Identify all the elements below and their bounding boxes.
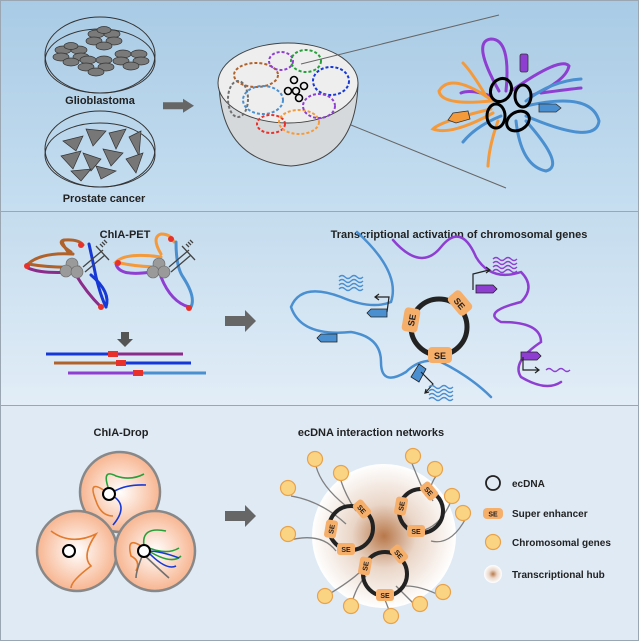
transcriptional-hub-icon: [484, 565, 502, 583]
label-glioblastoma: Glioblastoma: [65, 95, 136, 107]
label-prostate-cancer: Prostate cancer: [63, 193, 146, 205]
zoom-line-bottom: [350, 124, 507, 189]
se-label: SE: [422, 486, 434, 498]
gene-markers: [447, 53, 562, 124]
chia-pet-complex-2: [113, 232, 194, 309]
arrow-down-icon: [117, 332, 133, 347]
panel2-graphic: ChIA-PET Transcriptional activation of c…: [24, 229, 588, 402]
antibody-icon: [82, 239, 196, 273]
se-label: SE: [341, 547, 351, 554]
title-chia-pet: ChIA-PET: [100, 229, 151, 241]
super-enhancers: SE SE SE: [401, 290, 473, 363]
gem-droplets: [35, 450, 197, 593]
legend-label-super-enhancer: Super enhancer: [512, 509, 588, 520]
protein-complex-icon: [59, 257, 171, 279]
super-enhancer-icon: [483, 508, 503, 519]
paired-end-tags: [46, 351, 206, 376]
legend-se-badge: SE: [488, 512, 498, 519]
petri-dish-prostate: [44, 110, 156, 188]
panel-chia-drop: ChIA-Drop ecDNA interaction networks: [0, 405, 639, 641]
chromosomal-gene-icon: [484, 533, 502, 551]
title-chia-drop: ChIA-Drop: [94, 427, 149, 439]
ecdna-hub-zoom: [430, 37, 601, 173]
panel3-graphic: ChIA-Drop ecDNA interaction networks: [35, 427, 611, 625]
arrow-right-icon: [225, 505, 256, 527]
legend-label-ecdna: ecDNA: [512, 479, 545, 490]
se-label: SE: [362, 561, 371, 572]
se-label: SE: [411, 529, 421, 536]
legend-label-chromosomal-genes: Chromosomal genes: [512, 538, 611, 549]
panel-cell-culture: Glioblastoma Prostate cancer: [0, 0, 639, 212]
se-label: SE: [392, 549, 404, 561]
petri-dish-glioblastoma: [44, 16, 156, 94]
se-label: SE: [380, 593, 390, 600]
se-label: SE: [355, 504, 367, 516]
super-enhancers: SE SE SE SE SE SE SE SE SE: [324, 481, 439, 601]
title-ecdna-networks: ecDNA interaction networks: [298, 427, 444, 439]
arrow-right-icon: [163, 98, 194, 113]
se-label: SE: [398, 501, 407, 512]
legend: ecDNA SE Super enhancer Chromosomal gene…: [483, 475, 611, 583]
arrow-right-icon: [225, 310, 256, 332]
legend-label-transcriptional-hub: Transcriptional hub: [512, 570, 605, 581]
gene-boxes: [316, 284, 542, 383]
ecdna-cluster: [283, 75, 309, 103]
chromosomal-genes: [279, 447, 472, 625]
title-transcriptional-activation: Transcriptional activation of chromosoma…: [331, 229, 588, 241]
zoom-line-top: [300, 14, 500, 65]
se-label: SE: [328, 524, 337, 535]
mrna-transcripts: [338, 256, 571, 402]
nucleus-bowl: [217, 42, 359, 167]
panel-chia-pet: ChIA-PET Transcriptional activation of c…: [0, 211, 639, 406]
se-label: SE: [434, 351, 446, 361]
transcriptional-hub: [312, 464, 456, 608]
chromosomal-strands: [289, 230, 563, 399]
ecdna-ring-icon: [485, 475, 501, 491]
tss-arrows: [374, 266, 540, 394]
ecdna-rings: [485, 76, 533, 133]
ligation-marks: [24, 236, 192, 311]
panel1-graphic: Glioblastoma Prostate cancer: [44, 14, 601, 205]
se-label: SE: [406, 313, 418, 327]
